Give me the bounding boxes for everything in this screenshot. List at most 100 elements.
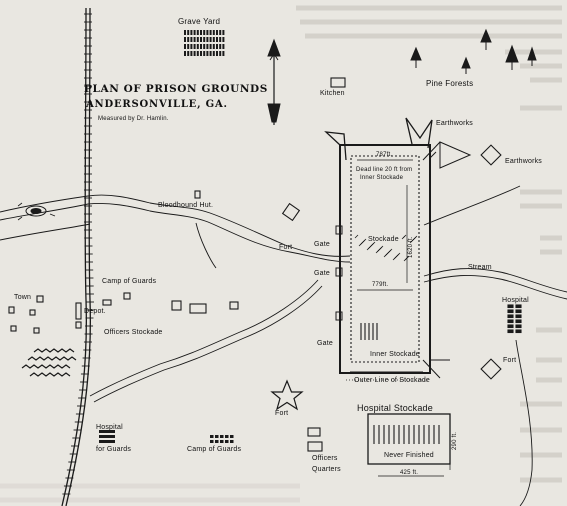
stockade <box>324 117 472 381</box>
grave-marker <box>184 30 186 35</box>
grave-marker <box>190 30 193 35</box>
map-title: PLAN OF PRISON GROUNDS <box>84 83 268 95</box>
grave-marker <box>193 30 196 35</box>
grave-marker <box>222 51 225 56</box>
hospital-barracks <box>373 425 440 444</box>
small-buildings <box>8 77 502 452</box>
hospital-right-label: Hospital <box>502 297 529 304</box>
hospital-ward <box>515 319 522 324</box>
grave-marker <box>193 51 196 56</box>
grave-marker <box>184 51 186 56</box>
grave-marker <box>216 37 218 42</box>
earthworks-right-label: Earthworks <box>505 158 543 165</box>
swamp-mark <box>366 246 371 251</box>
grave-marker <box>222 44 225 49</box>
grave-marker <box>203 37 206 42</box>
dimension-hospital-side-label: 290 ft. <box>452 431 458 450</box>
swamp-mark <box>383 253 388 258</box>
camp-guards-blocks <box>210 435 234 443</box>
guard-tent <box>220 435 224 438</box>
guard-tent <box>230 440 234 443</box>
grave-marker <box>196 44 199 49</box>
grave-marker <box>203 44 206 49</box>
guard-tent <box>215 435 219 438</box>
camp-of-guards-bottom-label: Camp of Guards <box>187 446 242 453</box>
swamp-mark <box>358 242 363 247</box>
grave-marker <box>187 37 190 42</box>
swamp-mark <box>403 257 408 262</box>
grave-marker <box>203 30 206 35</box>
hospital-ward <box>507 319 514 324</box>
guard-hospital-ward <box>99 440 115 443</box>
officers-stockade-label: Officers Stockade <box>104 329 163 336</box>
pine-forests-label: Pine Forests <box>426 79 474 88</box>
grave-yard <box>184 30 225 56</box>
officers-quarters-label-2: Quarters <box>312 466 341 473</box>
grave-marker <box>196 37 199 42</box>
pine-forest <box>410 28 537 74</box>
grave-marker <box>200 37 202 42</box>
stream-label: Stream <box>468 264 492 271</box>
hospital-ward <box>507 304 514 309</box>
grave-marker <box>190 37 193 42</box>
dimension-middle-label: 779ft. <box>372 282 389 288</box>
guard-tent <box>215 440 219 443</box>
never-finished-label: Never Finished <box>384 452 434 459</box>
map-caption: Measured by Dr. Hamlin. <box>98 116 169 122</box>
dead-line-label-1: Dead line 20 ft from <box>356 167 413 173</box>
kitchen-label: Kitchen <box>320 90 345 97</box>
inner-stockade-label: Inner Stockade <box>370 351 420 358</box>
background-text-bleed <box>0 5 562 503</box>
hospital-ward <box>515 314 522 319</box>
stockade-label: Stockade <box>368 236 399 243</box>
hospital-stockade-label: Hospital Stockade <box>357 403 433 413</box>
grave-marker <box>200 51 202 56</box>
hospital-ward <box>515 304 522 309</box>
fort-right-label: Fort <box>503 357 517 364</box>
gate-middle-label: Gate <box>314 270 330 277</box>
grave-marker <box>193 37 196 42</box>
grave-marker <box>219 37 222 42</box>
grave-marker <box>212 44 215 49</box>
grave-marker <box>187 44 190 49</box>
officers-quarters-label-1: Officers <box>312 455 338 462</box>
outer-line-label: Outer Line of Stockade <box>354 377 430 384</box>
town-marsh <box>17 202 56 221</box>
hospital-guards-blocks <box>99 430 115 443</box>
hospital-ward <box>515 309 522 314</box>
hospital-right-barracks <box>507 304 522 334</box>
grave-marker <box>196 30 199 35</box>
grave-marker <box>190 51 193 56</box>
grave-marker <box>219 30 222 35</box>
map-subtitle: ANDERSONVILLE, GA. <box>86 99 228 110</box>
north-arrow-icon <box>267 38 281 125</box>
guard-tent <box>220 440 224 443</box>
guard-hospital-ward <box>99 435 115 438</box>
gate-upper-label: Gate <box>314 241 330 248</box>
grave-marker <box>219 44 222 49</box>
grave-marker <box>190 44 193 49</box>
earthworks-top-label: Earthworks <box>436 120 474 127</box>
grave-marker <box>219 51 222 56</box>
stockade-swamp <box>354 234 418 262</box>
guard-tent <box>210 440 214 443</box>
camp-hatch-left <box>21 348 77 377</box>
gates <box>335 225 343 321</box>
dead-line-label-2: Inner Stockade <box>360 175 404 181</box>
grave-marker <box>184 37 186 42</box>
hospital-ward <box>507 329 514 334</box>
grave-marker <box>206 44 209 49</box>
town-label: Town <box>14 294 32 301</box>
fort-star-icon <box>270 379 304 411</box>
swamp-mark <box>401 235 406 240</box>
hospital-for-guards-label-1: Hospital <box>96 424 123 431</box>
grave-marker <box>184 44 186 49</box>
grave-marker <box>200 44 202 49</box>
swamp-mark <box>354 234 359 239</box>
guard-tent <box>225 435 229 438</box>
fort-bottom-label: Fort <box>275 410 289 417</box>
grave-marker <box>212 51 215 56</box>
hospital-stockade <box>367 413 451 465</box>
grave-marker <box>212 37 215 42</box>
